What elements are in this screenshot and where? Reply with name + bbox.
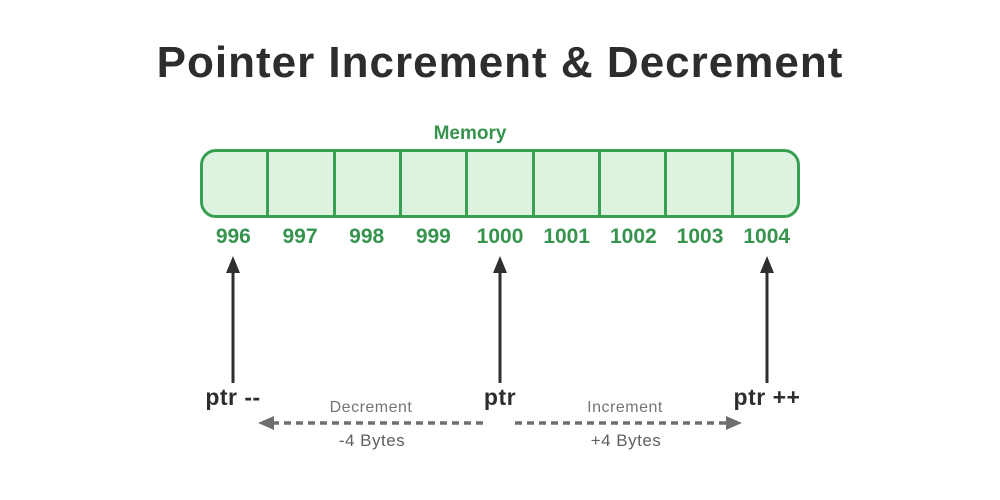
pointer-arrow-996 [226, 256, 240, 383]
ptr-decrement-label: ptr -- [205, 384, 261, 410]
address-label: 1002 [610, 225, 657, 248]
increment-arrow [515, 416, 742, 430]
memory-cell [601, 152, 668, 215]
ptr-label: ptr [483, 384, 517, 410]
increment-label: Increment [587, 399, 663, 416]
address-label: 1001 [543, 225, 591, 248]
address-label: 1003 [676, 225, 724, 248]
memory-box [200, 149, 800, 218]
memory-cell [336, 152, 402, 215]
decrement-bytes: -4 Bytes [338, 431, 406, 450]
address-label: 996 [215, 225, 251, 248]
ptr-increment-label: ptr ++ [733, 384, 801, 410]
address-label: 1000 [476, 225, 524, 248]
increment-bytes: +4 Bytes [590, 431, 662, 450]
decrement-label: Decrement [329, 399, 413, 416]
page-title: Pointer Increment & Decrement [156, 38, 844, 87]
memory-cell [402, 152, 469, 215]
address-label: 1004 [743, 225, 791, 248]
memory-cell [203, 152, 270, 215]
decrement-arrow [258, 416, 483, 430]
memory-label: Memory [433, 123, 507, 144]
memory-cell [667, 152, 734, 215]
address-label: 998 [349, 225, 385, 248]
address-label: 997 [282, 225, 318, 248]
memory-cell [734, 152, 797, 215]
memory-cell [535, 152, 601, 215]
memory-cell [468, 152, 535, 215]
address-row: 996 997 998 999 1000 1001 1002 1003 1004 [200, 225, 800, 249]
pointer-arrow-1000 [493, 256, 507, 383]
address-label: 999 [415, 225, 451, 248]
memory-cell [269, 152, 336, 215]
pointer-arrow-1004 [760, 256, 774, 383]
